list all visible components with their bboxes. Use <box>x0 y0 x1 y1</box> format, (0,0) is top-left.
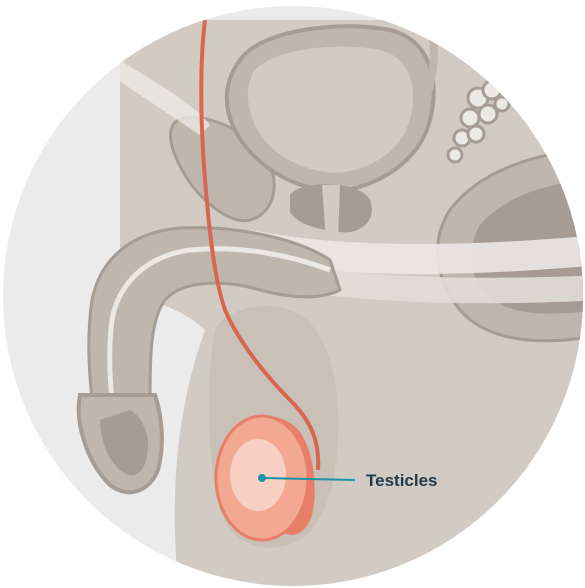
testis-inner <box>230 439 286 511</box>
testicles-label: Testicles <box>366 471 438 490</box>
